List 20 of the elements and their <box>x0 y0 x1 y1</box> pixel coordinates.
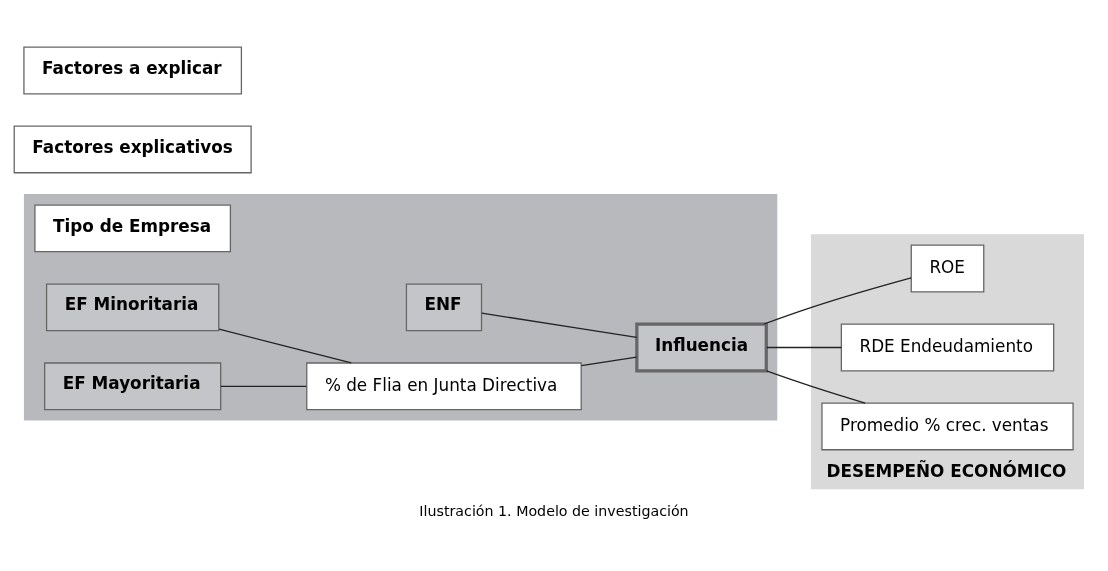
connector <box>481 311 638 338</box>
connector <box>763 276 912 325</box>
node-box: Tipo de Empresa <box>34 203 232 252</box>
connector <box>766 346 842 348</box>
node-box: % de Flia en Junta Directiva <box>306 361 582 410</box>
connector <box>580 356 638 366</box>
node-box: Factores explicativos <box>13 125 252 173</box>
cluster <box>23 193 778 421</box>
node-box: RDE Endeudamiento <box>840 323 1055 371</box>
caption: Ilustración 1. Modelo de investigación <box>419 502 689 518</box>
node-box: EF Mayoritaria <box>44 361 222 410</box>
node-box: ROE <box>910 244 985 292</box>
node-box: Factores a explicar <box>23 46 243 94</box>
node-box: Promedio % crec. ventas <box>821 402 1074 450</box>
node-box: ENF <box>405 282 483 331</box>
connector <box>220 385 307 387</box>
connector <box>765 369 866 404</box>
node-box: EF Minoritaria <box>45 282 220 331</box>
node-box: Influencia <box>635 322 768 372</box>
connector <box>218 328 352 364</box>
